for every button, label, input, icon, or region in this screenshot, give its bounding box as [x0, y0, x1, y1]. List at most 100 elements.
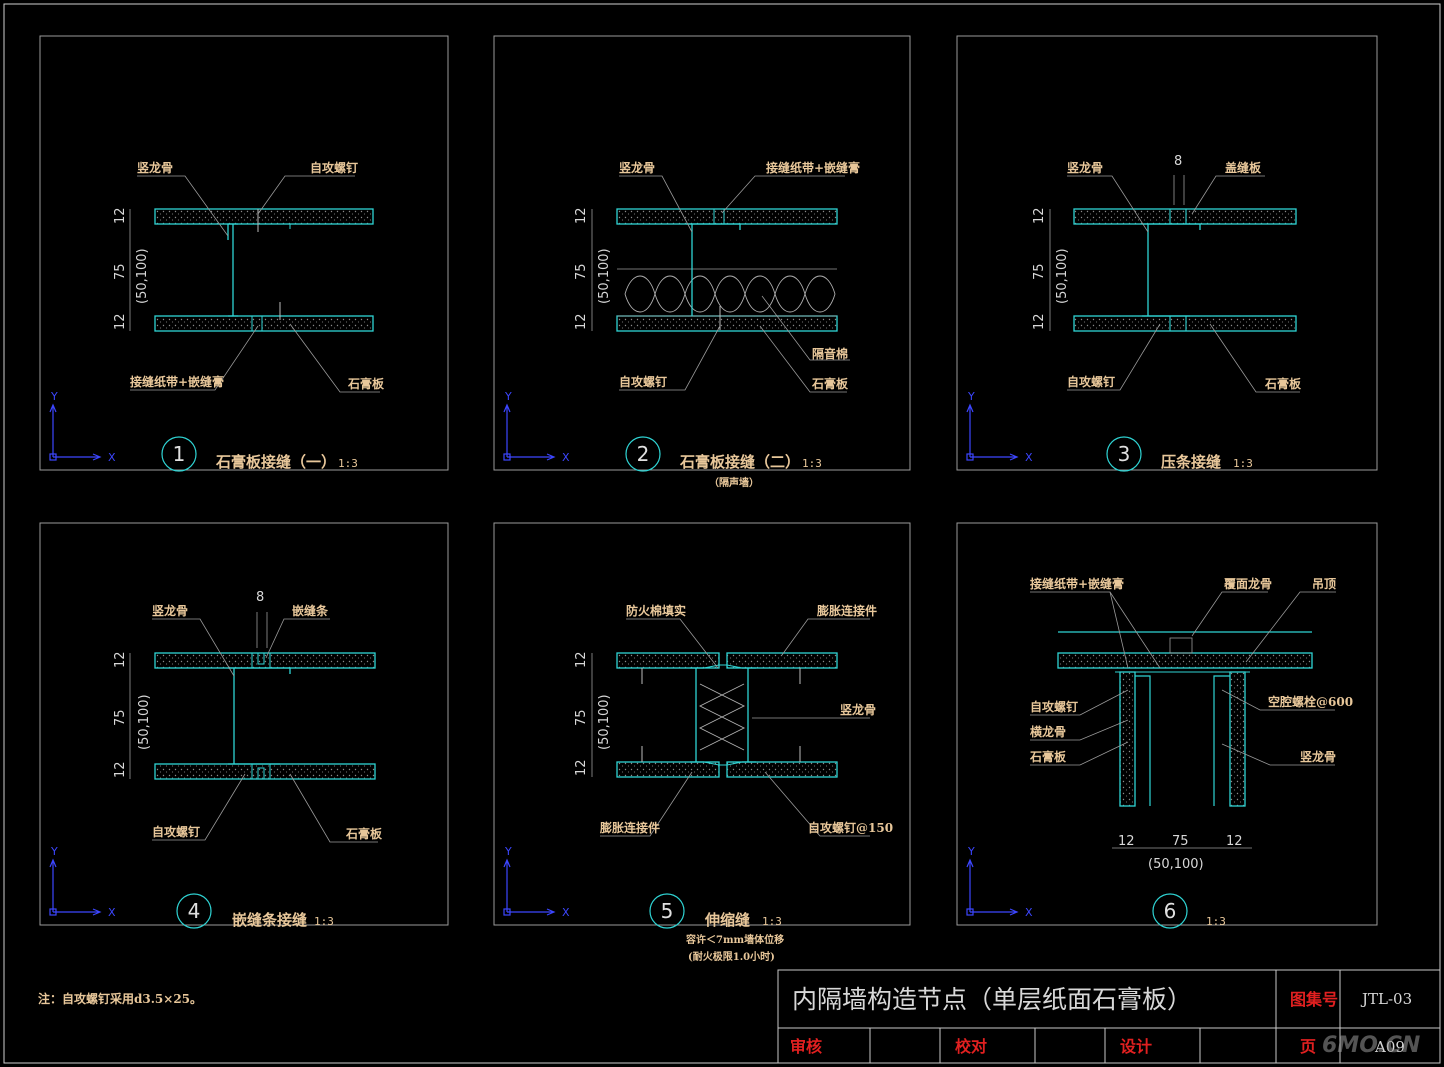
detail-5: 防火棉填实 膨胀连接件 竖龙骨 膨胀连接件 自攻螺钉@150 12 75 (50… [574, 603, 893, 963]
label-stud: 竖龙骨 [152, 603, 188, 618]
dim-stud: 75 [574, 709, 589, 726]
detail-number: 6 [1164, 899, 1177, 923]
dim-stud: 75 [113, 709, 128, 726]
label-cavity-bolt: 空腔螺栓@600 [1268, 694, 1353, 709]
detail-title: 嵌缝条接缝 [232, 911, 307, 929]
page-label: 页 [1300, 1037, 1316, 1056]
detail-number: 1 [173, 442, 186, 466]
dim-stud-alt: (50,100) [135, 248, 150, 304]
axis-x-label: X [108, 906, 116, 919]
dim-gap: 8 [256, 590, 264, 605]
dim-stud-alt: (50,100) [597, 248, 612, 304]
title-block [777, 969, 1441, 1064]
label-furring-channel: 覆面龙骨 [1223, 576, 1272, 591]
gypsum-board [616, 761, 720, 778]
label-joint-tape: 接缝纸带+嵌缝膏 [130, 374, 224, 389]
atlas-code: JTL-03 [1360, 990, 1412, 1008]
label-joint-tape: 接缝纸带+嵌缝膏 [1030, 576, 1124, 591]
stud-profile [1135, 675, 1230, 806]
dim-board: 12 [1226, 834, 1243, 849]
detail-3: 8 竖龙骨 盖缝板 自攻螺钉 石膏板 12 75 (50,100) 12 3 压… [1032, 154, 1302, 472]
gypsum-board [154, 315, 374, 332]
detail-scale: 1:3 [762, 915, 782, 928]
detail-scale: 1:3 [338, 457, 358, 470]
gypsum-board [726, 761, 838, 778]
dim-stud-alt: (50,100) [1055, 248, 1070, 304]
detail-subtitle-fire: (耐火极限1.0小时) [688, 950, 775, 963]
detail-scale: 1:3 [1206, 915, 1226, 928]
gypsum-board [726, 652, 838, 669]
dim-stud-alt: (50,100) [137, 694, 152, 750]
gypsum-board [1119, 671, 1136, 807]
axis-y-label: Y [967, 390, 975, 403]
label-gypsum-board: 石膏板 [1029, 749, 1067, 764]
label-stud: 竖龙骨 [1067, 160, 1103, 175]
atlas-label: 图集号 [1290, 990, 1338, 1009]
detail-number-circle [625, 436, 661, 472]
stud-profile [227, 223, 238, 317]
detail-number: 2 [637, 442, 650, 466]
label-expansion-connector: 膨胀连接件 [816, 603, 877, 618]
dim-stud-alt: (50,100) [597, 694, 612, 750]
detail-subtitle: 容许＜7mm墙体位移 [685, 933, 784, 946]
stud-flange [233, 223, 291, 317]
gypsum-board [1229, 671, 1246, 807]
dim-board: 12 [1032, 207, 1047, 224]
label-cover-strip: 盖缝板 [1225, 160, 1262, 175]
fire-insulation [698, 683, 746, 751]
detail-title: 石膏板接缝（一） [215, 453, 336, 471]
label-screw: 自攻螺钉 [1067, 374, 1115, 389]
detail-6: 接缝纸带+嵌缝膏 覆面龙骨 吊顶 自攻螺钉 横龙骨 石膏板 空腔螺栓@600 竖… [1029, 576, 1353, 929]
axis-x-label: X [1025, 451, 1033, 464]
detail-number: 3 [1118, 442, 1131, 466]
label-ceiling: 吊顶 [1312, 577, 1336, 591]
dim-board: 12 [113, 761, 128, 778]
detail-title: 压条接缝 [1161, 453, 1221, 471]
dim-board: 12 [113, 651, 128, 668]
axis-y-label: Y [967, 845, 975, 858]
label-expansion-connector: 膨胀连接件 [599, 820, 660, 835]
label-fire-insulation: 防火棉填实 [626, 603, 686, 618]
dim-stud: 75 [113, 263, 128, 280]
label-screw: 自攻螺钉@150 [808, 820, 893, 835]
detail-2: 竖龙骨 接缝纸带+嵌缝膏 隔音棉 自攻螺钉 石膏板 12 75 (50,100)… [574, 160, 860, 489]
dim-gap: 8 [1174, 154, 1182, 169]
stud-profile [686, 223, 741, 316]
dim-board: 12 [574, 651, 589, 668]
label-stud: 竖龙骨 [137, 160, 173, 175]
label-gypsum-board: 石膏板 [347, 376, 385, 391]
label-screw: 自攻螺钉 [152, 824, 200, 839]
label-insulation: 隔音棉 [812, 346, 848, 361]
detail-title: 石膏板接缝（二） [679, 453, 800, 471]
dim-board: 12 [574, 759, 589, 776]
gypsum-board [154, 652, 376, 669]
label-stud: 竖龙骨 [619, 160, 655, 175]
axis-y-label: Y [504, 845, 512, 858]
dim-stud: 75 [574, 263, 589, 280]
dim-stud: 75 [1172, 834, 1189, 849]
detail-scale: 1:3 [314, 915, 334, 928]
dim-board: 12 [1032, 313, 1047, 330]
stud-profile [228, 667, 291, 765]
label-joint-tape: 接缝纸带+嵌缝膏 [766, 160, 860, 175]
detail-number: 4 [188, 899, 201, 923]
detail-scale: 1:3 [802, 457, 822, 470]
axis-y-label: Y [50, 390, 58, 403]
label-screw: 自攻螺钉 [619, 374, 667, 389]
stud-profile [1142, 223, 1201, 317]
ucs-labels: Y X Y X Y X Y X Y X Y X [50, 390, 1033, 919]
label-screw: 自攻螺钉 [1030, 699, 1078, 714]
dim-board: 12 [113, 207, 128, 224]
general-note: 注：自攻螺钉采用d3.5×25。 [38, 991, 202, 1006]
dim-board: 12 [574, 313, 589, 330]
sheet-border [3, 3, 1441, 1064]
detail-1: 竖龙骨 自攻螺钉 接缝纸带+嵌缝膏 石膏板 12 75 (50,100) 12 … [113, 160, 385, 472]
gypsum-board [154, 208, 374, 225]
gypsum-board [1073, 208, 1297, 225]
panel-frame-6 [956, 522, 1378, 926]
drawing-title: 内隔墙构造节点（单层纸面石膏板） [792, 985, 1192, 1014]
axis-y-label: Y [504, 390, 512, 403]
review-label: 审核 [790, 1037, 822, 1056]
detail-title: 伸缩缝 [704, 911, 750, 929]
